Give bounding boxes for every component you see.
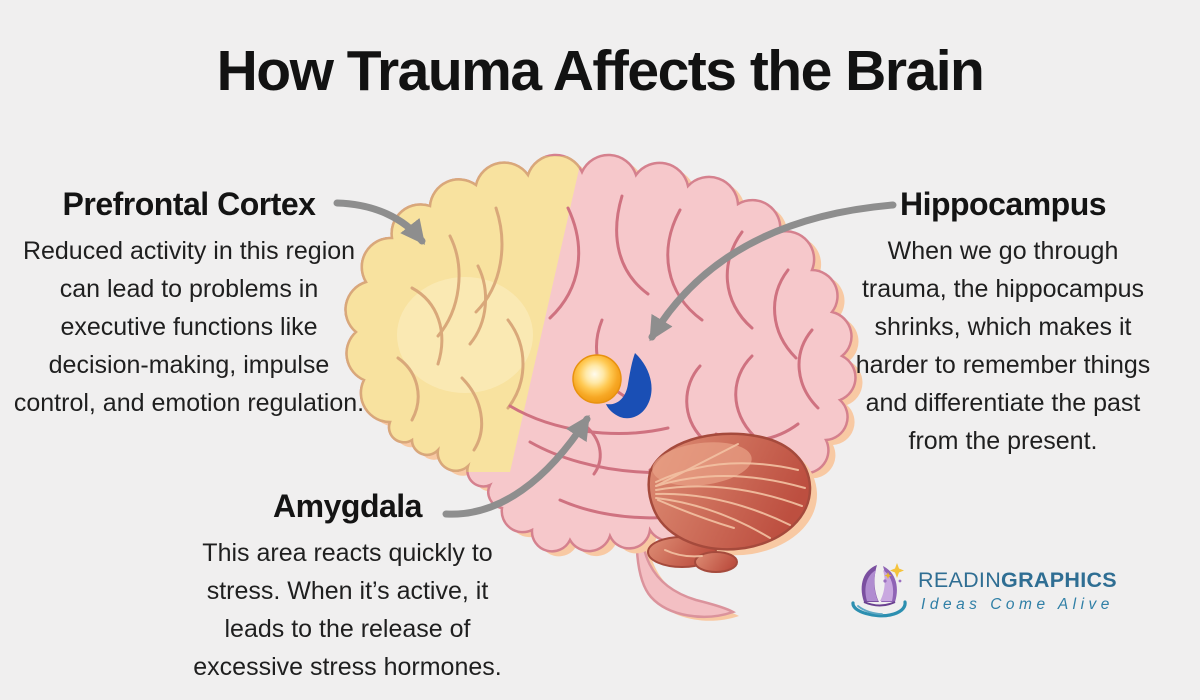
- logo-text: READINGRAPHICS Ideas Come Alive: [918, 568, 1117, 614]
- cerebellum-halo: [655, 439, 818, 556]
- logo-book-right-page: [880, 570, 894, 601]
- amygdala-description: This area reacts quickly to stress. When…: [193, 539, 502, 681]
- cerebellum-highlight: [652, 442, 752, 486]
- page-title: How Trauma Affects the Brain: [216, 39, 985, 103]
- amygdala-heading: Amygdala: [273, 488, 422, 524]
- cerebellum-striations: [655, 443, 806, 558]
- logo-tagline: Ideas Come Alive: [921, 596, 1114, 613]
- cerebrum-sulci: [508, 194, 820, 520]
- logo-swoosh-inner: [857, 605, 883, 615]
- brain-stem-halo: [642, 504, 739, 621]
- logo-name-bold: GRAPHICS: [1001, 568, 1117, 592]
- cerebellum: [647, 432, 812, 551]
- prefrontal-cortex-heading: Prefrontal Cortex: [62, 186, 316, 222]
- logo-book-left-page: [865, 570, 878, 601]
- logo-sparkle-dot: [898, 579, 902, 583]
- prefrontal-cortex-description: Reduced activity in this region can lead…: [13, 237, 365, 417]
- logo-book-icon: [851, 563, 907, 618]
- brain-stem: [635, 498, 735, 619]
- logo-sparkle-dot: [883, 579, 887, 583]
- hippocampus-marker: [606, 353, 652, 419]
- logo-swoosh: [851, 600, 907, 618]
- logo: READINGRAPHICS Ideas Come Alive: [850, 562, 1117, 620]
- amygdala-block: Amygdala This area reacts quickly to str…: [175, 488, 520, 686]
- logo-book-spine: [863, 601, 896, 607]
- hippocampus-heading: Hippocampus: [899, 186, 1107, 222]
- hippocampus-block: Hippocampus When we go through trauma, t…: [845, 186, 1161, 460]
- logo-name-regular: READIN: [918, 568, 1002, 592]
- logo-name: READINGRAPHICS: [918, 568, 1117, 593]
- logo-star-icon: [890, 563, 904, 578]
- cerebellum-lobe-small: [647, 536, 717, 568]
- hippocampus-description: When we go through trauma, the hippocamp…: [855, 237, 1151, 455]
- frontal-sulci: [396, 206, 525, 452]
- annotation-arrows: [333, 199, 897, 518]
- cerebellum-lobe-tiny: [694, 551, 738, 573]
- amygdala-marker: [572, 354, 622, 404]
- prefrontal-cortex-block: Prefrontal Cortex Reduced activity in th…: [10, 186, 368, 422]
- logo-star-small-icon: [884, 572, 892, 579]
